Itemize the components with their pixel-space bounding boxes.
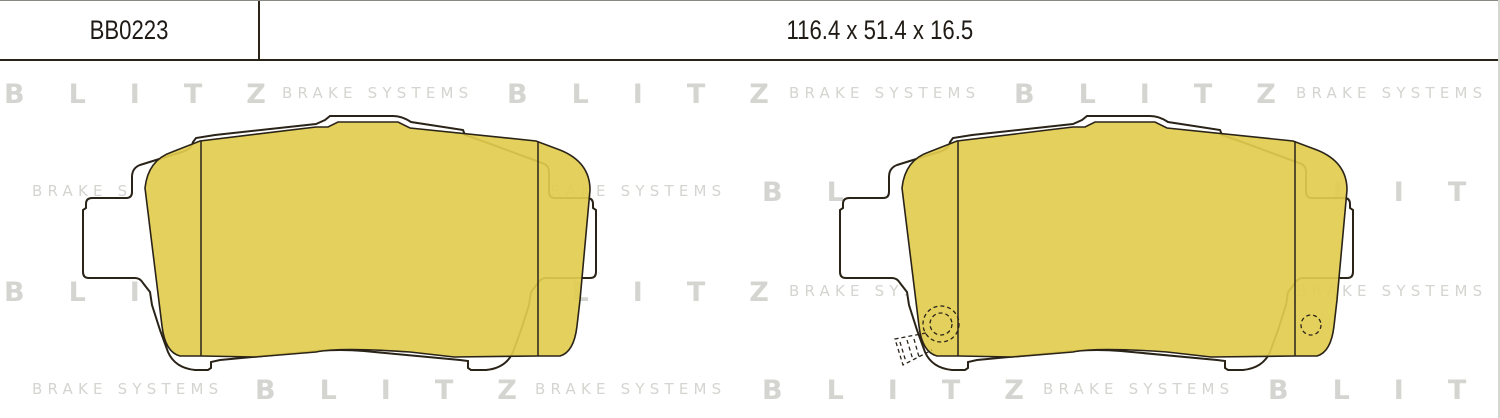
part-number: BB0223	[89, 15, 169, 45]
brake-pad-right	[839, 115, 1354, 371]
sensor-hole-icon	[1300, 314, 1322, 336]
friction-material	[901, 121, 1348, 358]
header-table: BB0223 116.4 x 51.4 x 16.5	[0, 0, 1500, 61]
friction-material	[144, 121, 591, 358]
frame-edge	[1498, 0, 1500, 418]
dimensions: 116.4 x 51.4 x 16.5	[786, 15, 974, 45]
part-number-cell: BB0223	[0, 1, 260, 60]
wear-sensor-icon	[894, 305, 960, 366]
brake-pad-left	[82, 115, 597, 371]
dimensions-cell: 116.4 x 51.4 x 16.5	[260, 1, 1500, 60]
